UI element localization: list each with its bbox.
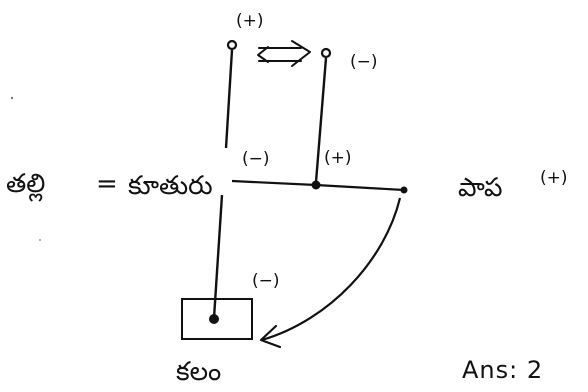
box-dot xyxy=(209,314,219,324)
arrowhead-icon xyxy=(259,324,282,349)
center-word: కూతురు xyxy=(128,171,213,201)
top-left-node xyxy=(226,39,238,51)
sign-top-right: (−) xyxy=(350,52,378,72)
bottom-box xyxy=(181,298,253,340)
sign-top-left: (+) xyxy=(236,11,264,31)
equals-sign: = xyxy=(96,169,118,199)
right-junction-dot xyxy=(311,180,321,190)
far-right-dot xyxy=(400,186,408,194)
bottom-word: కలం xyxy=(176,357,221,387)
top-right-node xyxy=(320,47,332,59)
sign-right-word: (+) xyxy=(540,168,568,188)
curved-arrow xyxy=(261,197,402,342)
sign-bottom-box: (−) xyxy=(252,271,280,291)
right-vertical-line xyxy=(314,57,328,183)
right-word: పాప xyxy=(458,173,503,203)
answer-label-text: Ans: xyxy=(462,356,527,384)
answer-label: Ans: 2 xyxy=(462,356,543,384)
answer-value: 2 xyxy=(527,356,543,384)
left-vertical-line xyxy=(224,49,234,149)
scan-speck xyxy=(10,96,14,100)
sign-right-junction: (+) xyxy=(324,148,352,168)
left-word: తల్లి xyxy=(6,169,45,202)
double-arrow-icon xyxy=(257,40,311,67)
down-line xyxy=(212,194,224,319)
sign-left-junction: (−) xyxy=(242,149,270,169)
scan-speck xyxy=(39,239,41,241)
